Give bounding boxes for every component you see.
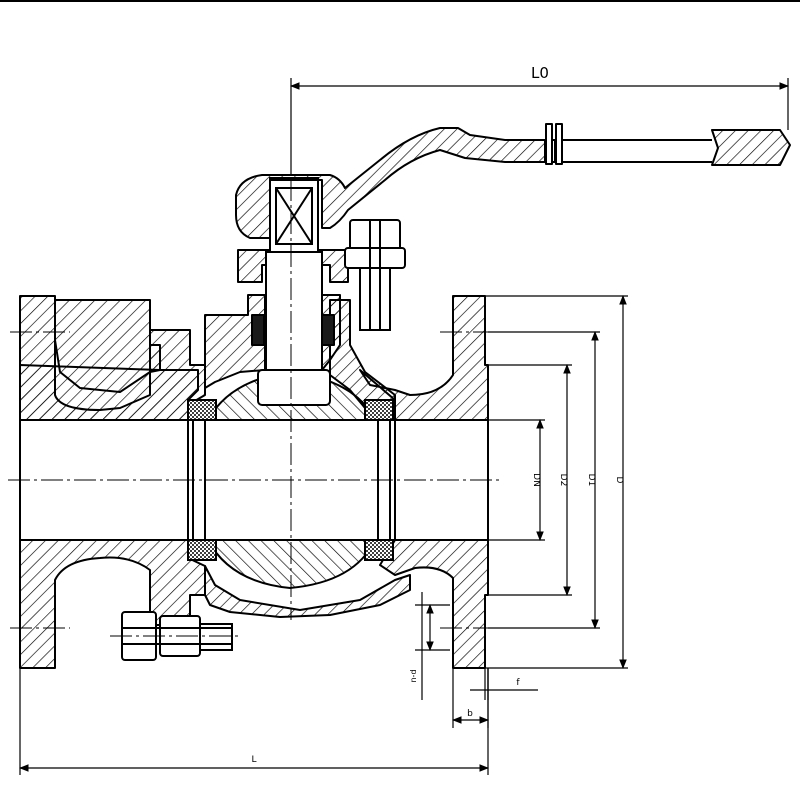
label-DN: DN: [531, 473, 541, 487]
seat-right-top: [364, 399, 394, 421]
packing-right: [321, 314, 335, 346]
label-f: f: [516, 678, 520, 688]
handle-tip: [711, 129, 791, 166]
label-L0: L0: [531, 64, 549, 82]
handle: [235, 123, 791, 239]
dimension-labels: L0 L DN D2 D1 D n-d f b: [251, 64, 624, 765]
handle-break-right: [555, 123, 563, 165]
label-b: b: [467, 709, 473, 719]
stem: [257, 177, 331, 406]
label-D2: D2: [558, 474, 568, 487]
label-L: L: [251, 755, 256, 765]
bonnet-bolt-nut: [344, 247, 406, 269]
label-D1: D1: [586, 474, 596, 487]
seats: [187, 399, 394, 561]
left-flange-top: [19, 295, 206, 421]
right-flange-bottom: [379, 539, 489, 669]
stem-collar: [257, 369, 331, 406]
label-n-d: n-d: [409, 669, 418, 682]
stem-shaft: [265, 251, 323, 378]
stem-head-inner: [275, 187, 313, 245]
bonnet-bolt: [344, 219, 406, 331]
stem-head-cross-b: [275, 187, 313, 245]
bonnet-bolt-shank: [359, 267, 391, 331]
left-flange-bottom: [19, 539, 206, 669]
center-lines: [8, 80, 500, 637]
dimensions: [19, 78, 789, 775]
bonnet-bolt-head: [349, 219, 401, 251]
body-lower: [204, 565, 411, 618]
seat-right-bottom: [364, 539, 394, 561]
valve-body: [19, 295, 489, 669]
seat-left-top: [187, 399, 217, 421]
packing-left: [251, 314, 265, 346]
seat-left-bottom: [187, 539, 217, 561]
handle-break-left: [545, 123, 553, 165]
label-D: D: [614, 477, 624, 484]
right-body-bonnet: [329, 299, 396, 421]
handle-hub: [235, 127, 546, 239]
